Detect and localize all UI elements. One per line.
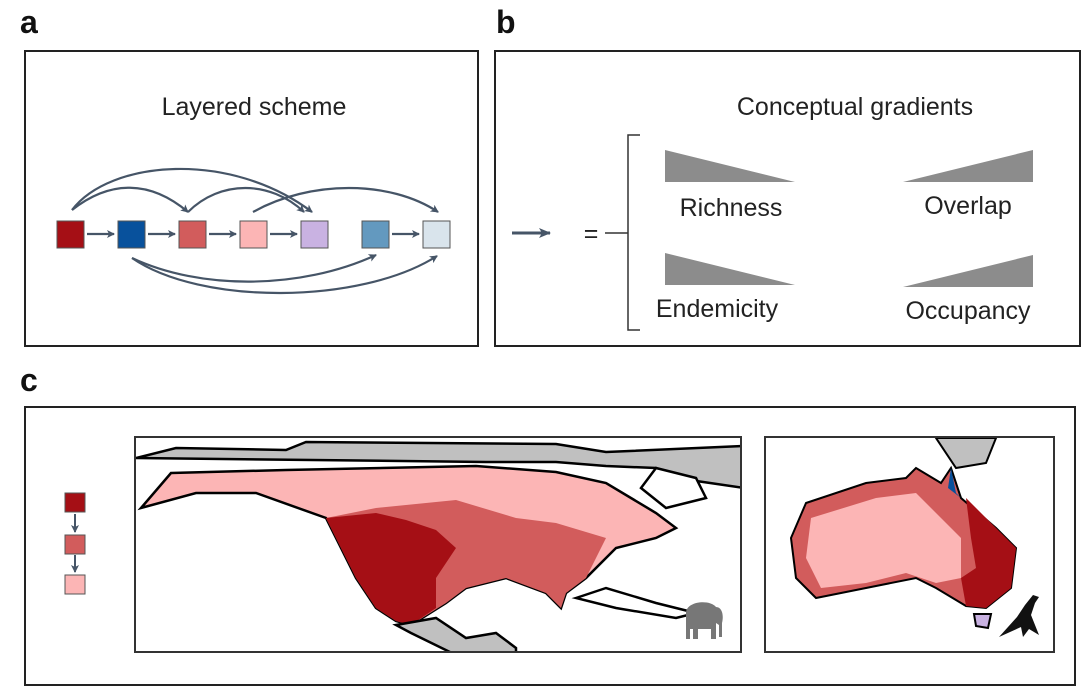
map-north-america (134, 436, 742, 653)
panel-a-title: Layered scheme (161, 93, 347, 121)
panel-c-label: c (20, 362, 38, 398)
layered-scheme-arrows (71, 167, 439, 295)
equals-sign: = (583, 220, 599, 248)
node-4 (239, 220, 268, 249)
bracket (605, 134, 640, 331)
panel-a (24, 50, 479, 347)
panel-b-title: Conceptual gradients (736, 93, 974, 121)
node-3 (178, 220, 207, 249)
node-2 (117, 220, 146, 249)
node-6 (361, 220, 390, 249)
gradient-label-overlap: Overlap (924, 192, 1012, 220)
legend-swatches (64, 492, 86, 595)
gradient-label-occupancy: Occupancy (905, 297, 1031, 325)
panel-b (494, 50, 1081, 347)
wedge-richness (665, 150, 795, 182)
elephant-icon (680, 593, 728, 641)
layered-scheme-nodes (56, 220, 451, 249)
eagle-icon (995, 591, 1045, 641)
node-5 (300, 220, 329, 249)
panel-b-label: b (496, 4, 516, 40)
gradient-label-richness: Richness (679, 194, 783, 222)
node-1 (56, 220, 85, 249)
wedge-endemicity (665, 253, 795, 285)
gradient-wedges (665, 150, 1033, 287)
legend-swatch-1 (64, 492, 86, 513)
legend-swatch-3 (64, 574, 86, 595)
wedge-occupancy (903, 255, 1033, 287)
panel-a-label: a (20, 4, 38, 40)
node-7 (422, 220, 451, 249)
gradient-label-endemicity: Endemicity (655, 295, 779, 323)
legend-swatch-2 (64, 534, 86, 555)
wedge-overlap (903, 150, 1033, 182)
map-australia (764, 436, 1055, 653)
